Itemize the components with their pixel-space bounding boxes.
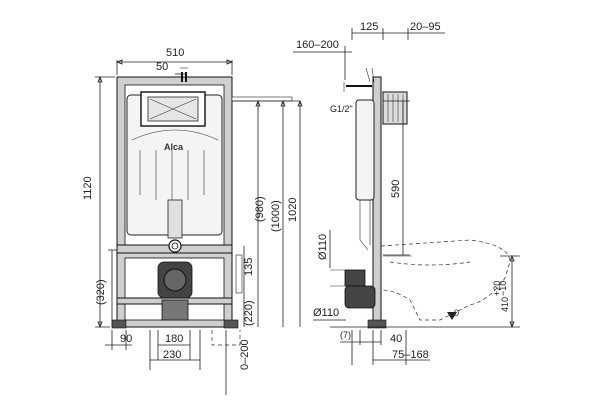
dim-height-1020: 1020 [287, 198, 299, 222]
dim-bottom-90: 90 [120, 333, 132, 345]
dim-offset-50: 50 [156, 61, 168, 73]
dim-height-980: (980) [254, 196, 266, 222]
dim-pipe-d110-horizontal: Ø110 [313, 307, 339, 319]
label-g12: G1/2" [330, 104, 353, 114]
dim-bottom-7: (7) [340, 330, 351, 340]
brand-logo-text: Alca [164, 142, 184, 152]
dim-top-160-200: 160–200 [296, 39, 339, 51]
dim-height-135: 135 [243, 258, 255, 276]
dim-bottom-40: 40 [390, 333, 402, 345]
dim-height-590: 590 [390, 180, 402, 198]
dim-tolerance-plus: +20 [492, 281, 502, 296]
dim-bottom-230: 230 [163, 349, 181, 361]
label-zero: 0 [454, 308, 459, 318]
dim-height-1120: 1120 [82, 176, 94, 200]
dim-pipe-d110-vertical: Ø110 [317, 234, 329, 260]
dim-tolerance-minus: −10 [498, 281, 508, 296]
dim-height-410: 410 [500, 297, 510, 312]
front-view: Alca 510 50 1120 (320) (980) (10 [82, 47, 303, 395]
dim-bottom-0-200: 0–200 [239, 339, 251, 370]
dim-height-320: (320) [95, 279, 107, 305]
dim-height-220: (220) [243, 300, 255, 326]
side-waste-pipe [344, 285, 376, 309]
dim-bottom-180: 180 [165, 333, 183, 345]
dim-top-20-95: 20–95 [410, 21, 441, 33]
dim-width-510: 510 [166, 47, 184, 59]
toilet-bowl-outline [380, 239, 511, 321]
side-cistern [355, 99, 375, 201]
dim-top-125: 125 [360, 21, 378, 33]
dim-height-1000: (1000) [270, 200, 282, 232]
dim-bottom-75-168: 75–168 [392, 349, 429, 361]
side-view: G1/2" 0 125 20–95 160–200 590 Ø110 Ø110 … [293, 21, 520, 365]
